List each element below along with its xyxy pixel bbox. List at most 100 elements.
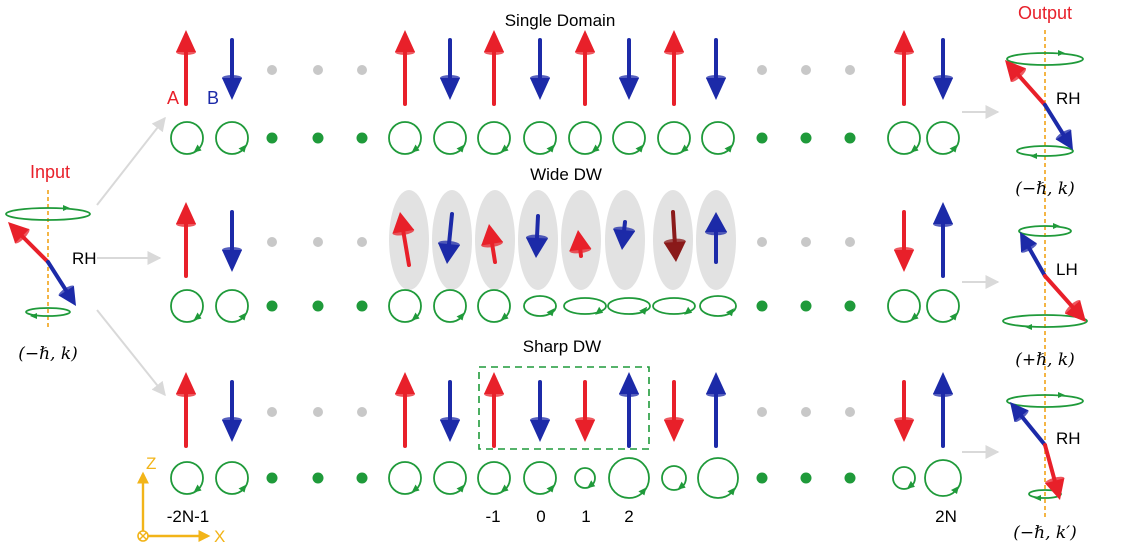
spin-a-down-arrow: [894, 210, 914, 272]
output-2-spin-b-arrow: [1020, 232, 1047, 278]
site-labels: -2N-1 -1 0 1 2 2N: [167, 507, 957, 526]
spin-a-down-arrow: [664, 380, 684, 442]
precession-circle: [388, 461, 422, 495]
green-site-dot: [266, 132, 278, 144]
output-1-handedness: RH: [1056, 89, 1081, 108]
output-1-spin-b-arrow: [1043, 103, 1073, 150]
spin-b-up-arrow: [933, 372, 953, 448]
input-handedness: RH: [72, 249, 97, 268]
wide-dw-tilted-spin: [705, 212, 727, 264]
spin-b-up-arrow: [619, 372, 639, 448]
input-panel: Input RH (−ℏ, k): [5, 162, 97, 364]
spin-a-up-arrow: [176, 372, 196, 448]
precession-circle: [215, 461, 249, 495]
precession-circle: [661, 465, 687, 491]
wide-dw-title: Wide DW: [530, 165, 602, 184]
green-site-dot: [312, 300, 324, 312]
spin-b-down-arrow: [440, 380, 460, 442]
precession-circle: [924, 459, 962, 497]
spin-a-up-arrow: [395, 30, 415, 106]
spin-a-down-arrow: [575, 380, 595, 442]
precession-circle: [523, 295, 557, 317]
wide-dw-tilted-spin: [613, 220, 636, 250]
sharp-dw-box: [478, 366, 650, 450]
flow-arrow-to-single: [96, 116, 166, 206]
precession-circle: [652, 297, 696, 315]
precession-circle: [433, 121, 467, 155]
spin-b-down-arrow: [222, 38, 242, 100]
output-title: Output: [1018, 3, 1072, 23]
flow-arrows: [96, 105, 1000, 459]
output-3-state: (−ℏ, k′): [1013, 523, 1076, 543]
gray-site-dot: [801, 65, 811, 75]
x-axis-label: X: [214, 527, 225, 546]
precession-circle: [926, 121, 960, 155]
gray-site-dot: [313, 407, 323, 417]
precession-circle: [477, 121, 511, 155]
green-site-dot: [356, 132, 368, 144]
precession-circle: [608, 457, 650, 499]
precession-circle: [170, 121, 204, 155]
spin-b-down-arrow: [440, 38, 460, 100]
precession-circle: [892, 466, 916, 490]
green-site-dot: [266, 300, 278, 312]
gray-site-dot: [357, 65, 367, 75]
site-label: 2: [624, 507, 633, 526]
wide-dw-tilted-spin: [569, 230, 592, 258]
gray-site-dot: [357, 237, 367, 247]
spin-a-up-arrow: [484, 372, 504, 448]
green-site-dot: [844, 300, 856, 312]
gray-site-dot: [267, 237, 277, 247]
gray-site-dot: [845, 65, 855, 75]
precession-circle: [477, 289, 511, 323]
wide-dw-tilted-spin: [438, 212, 460, 264]
spin-a-up-arrow: [575, 30, 595, 106]
precession-circle: [574, 467, 596, 489]
gray-site-dot: [757, 237, 767, 247]
spin-a-up-arrow: [176, 202, 196, 278]
site-label: 2N: [935, 507, 957, 526]
spin-a-up-arrow: [395, 372, 415, 448]
spin-b-down-arrow: [933, 38, 953, 100]
precession-circle: [699, 295, 737, 317]
gray-site-dot: [313, 237, 323, 247]
gray-site-dot: [267, 407, 277, 417]
site-label: -2N-1: [167, 507, 210, 526]
green-site-dot: [756, 132, 768, 144]
precession-circle: [887, 289, 921, 323]
site-label: -1: [485, 507, 500, 526]
spin-b-up-arrow: [706, 372, 726, 448]
output-2-spin-a-arrow: [1043, 274, 1086, 322]
gray-site-dot: [757, 407, 767, 417]
input-spin-pair: [8, 222, 76, 306]
green-site-dot: [756, 472, 768, 484]
output-3-handedness: RH: [1056, 429, 1081, 448]
precession-circle: [697, 457, 739, 499]
green-site-dot: [756, 300, 768, 312]
spin-b-down-arrow: [706, 38, 726, 100]
spin-arrows-layer: [176, 30, 953, 448]
precession-circle: [215, 121, 249, 155]
wide-dw-tilted-spin: [663, 210, 686, 262]
spin-a-down-arrow: [894, 380, 914, 442]
precession-circle: [170, 461, 204, 495]
spin-b-down-arrow: [530, 38, 550, 100]
green-site-dot: [800, 472, 812, 484]
input-title: Input: [30, 162, 70, 182]
green-site-dots-layer: [266, 132, 856, 484]
precession-circle: [433, 289, 467, 323]
wide-dw-tilted-spin: [392, 212, 415, 267]
input-state: (−ℏ, k): [18, 344, 78, 364]
precession-circle: [568, 121, 602, 155]
green-site-dot: [266, 472, 278, 484]
wide-dw-tilted-spin: [525, 214, 548, 258]
coordinate-axes: Z X: [137, 454, 225, 546]
output-2-state: (+ℏ, k): [1015, 350, 1075, 370]
gray-site-dots-layer: [267, 65, 855, 417]
precession-circle: [612, 121, 646, 155]
green-site-dot: [356, 472, 368, 484]
precession-circle: [607, 297, 651, 315]
precession-circle: [477, 461, 511, 495]
wide-dw-tilted-spin: [481, 224, 503, 264]
